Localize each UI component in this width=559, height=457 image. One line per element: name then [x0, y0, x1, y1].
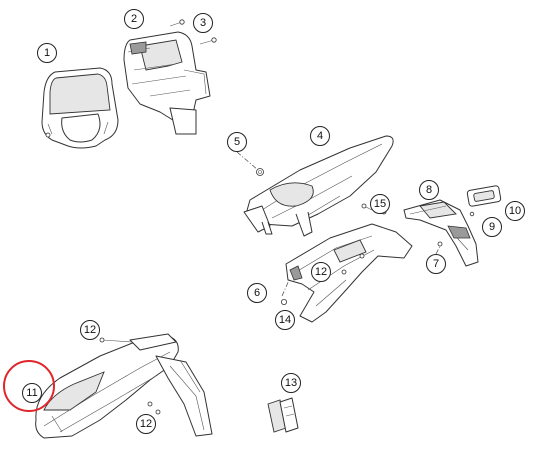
- part-license-plate-holder: [403, 185, 502, 267]
- callout-label-1: 1: [44, 47, 50, 59]
- callout-label-5: 5: [234, 136, 240, 148]
- callout-1: 1: [37, 43, 57, 63]
- callout-label-2: 2: [131, 13, 137, 25]
- part-rear-fender: [243, 135, 394, 237]
- callout-label-12: 12: [140, 418, 152, 430]
- callout-label-14: 14: [279, 314, 291, 326]
- callout-14: 14: [275, 310, 295, 330]
- callout-2: 2: [124, 9, 144, 29]
- callout-12-side-panel: 12: [311, 262, 331, 282]
- callout-12-fender-top: 12: [80, 320, 100, 340]
- callout-label-15: 15: [374, 198, 386, 210]
- callout-5: 5: [227, 132, 247, 152]
- callout-label-6: 6: [254, 287, 260, 299]
- callout-13: 13: [281, 373, 301, 393]
- callout-label-11: 11: [26, 387, 37, 399]
- callout-6: 6: [247, 283, 267, 303]
- callout-label-3: 3: [200, 17, 206, 29]
- part-front-fender: [35, 333, 213, 439]
- license-light-10: [466, 185, 502, 207]
- callout-9: 9: [482, 217, 502, 237]
- callout-15: 15: [370, 194, 390, 214]
- callout-label-13: 13: [285, 377, 297, 389]
- callout-label-9: 9: [489, 221, 495, 233]
- part-headlight-bracket: [123, 19, 217, 135]
- callout-3: 3: [193, 13, 213, 33]
- part-decal-13: [267, 397, 299, 433]
- callout-label-8: 8: [426, 184, 432, 196]
- callout-label-10: 10: [509, 205, 521, 217]
- callout-10: 10: [505, 201, 525, 221]
- callout-label-4: 4: [317, 130, 323, 142]
- part-side-panel: [280, 223, 413, 323]
- callout-7: 7: [426, 254, 446, 274]
- callout-label-12: 12: [84, 324, 96, 336]
- screw-3: [199, 37, 217, 45]
- callout-11: 11: [22, 383, 42, 403]
- highlight-ring-callout-11: [3, 360, 55, 412]
- callout-label-7: 7: [433, 258, 439, 270]
- part-nut-5: [236, 151, 264, 176]
- callout-4: 4: [310, 126, 330, 146]
- callout-label-12: 12: [315, 266, 327, 278]
- callout-12-fender-bottom: 12: [136, 414, 156, 434]
- callout-8: 8: [419, 180, 439, 200]
- screw-2: [169, 19, 185, 27]
- part-headlight-mask: [41, 67, 119, 149]
